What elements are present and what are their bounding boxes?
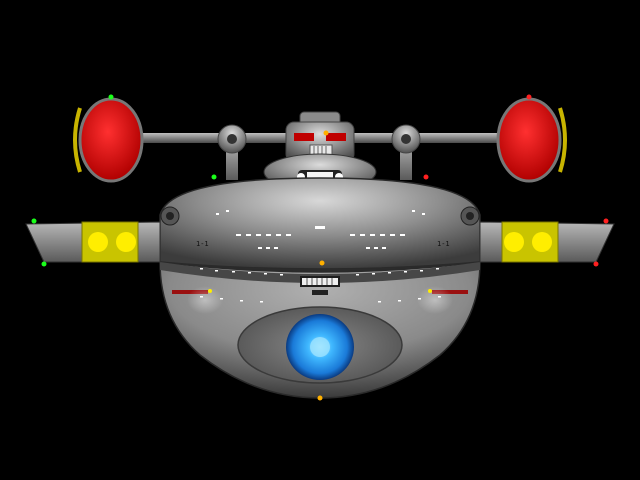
bridge-tower [285,111,355,163]
saucer-windows [216,210,425,249]
right-nacelle [496,97,567,183]
left-nacelle [73,97,144,183]
right-pylon-wing [479,221,615,263]
nacelle-crossbar [135,124,505,180]
navigation-lights [31,94,609,401]
deflector-dish [237,306,403,384]
hull-marking-right: 1-1 [437,240,450,248]
left-pylon-wing [25,221,161,263]
hull-marking-left: 1-1 [196,240,209,248]
